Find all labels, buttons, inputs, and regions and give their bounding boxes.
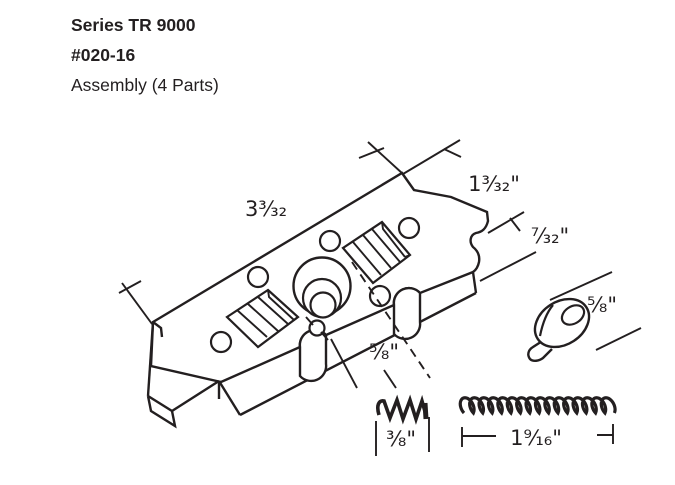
large-spring-coil	[458, 396, 617, 416]
ext-line-left	[121, 282, 153, 325]
dim-small-spring-label: ³⁄₈"	[386, 427, 416, 451]
dim-button-label: ⁵⁄₈"	[587, 293, 617, 317]
assembly-note: Assembly (4 Parts)	[71, 75, 219, 95]
pivot-button	[527, 271, 642, 362]
series-title: Series TR 9000	[71, 15, 196, 35]
dim-line-button-upper	[549, 271, 613, 301]
pocket-left	[225, 288, 300, 349]
dim-line-flange-b	[383, 369, 397, 389]
front-edge-ribs	[298, 286, 422, 383]
title-block: Series TR 9000 #020-16 Assembly (4 Parts…	[71, 10, 219, 100]
large-spring	[458, 396, 617, 447]
dim-plate-length-label: 3³⁄₃₂	[245, 197, 287, 221]
dim-line-flange-a	[330, 338, 358, 389]
dimension-lines	[118, 139, 537, 389]
housing-front-face	[146, 271, 478, 429]
dim-large-spring-label: 1⁹⁄₁₆"	[510, 426, 562, 450]
mounting-holes	[209, 216, 421, 354]
part-number: #020-16	[71, 45, 136, 65]
dim-hook-width-label: ⁷⁄₃₂"	[531, 224, 569, 248]
dim-end-tab-label: 1³⁄₃₂"	[468, 172, 520, 196]
mounting-hole	[397, 216, 421, 240]
centerline-dashed	[351, 261, 431, 379]
small-spring	[375, 394, 430, 456]
tick-hook	[509, 217, 521, 232]
pocket-right	[341, 220, 412, 285]
mounting-hole	[246, 265, 270, 289]
dim-flange-label: ⁵⁄₈"	[369, 340, 399, 364]
button-rim	[538, 304, 554, 337]
latch-housing	[146, 171, 490, 429]
rib-bump-right	[392, 286, 422, 341]
dim-line-button-lower	[595, 327, 642, 351]
rivet-hole	[305, 316, 329, 341]
mounting-hole	[318, 229, 342, 253]
tick-end-tab	[443, 148, 462, 158]
small-spring-coil	[376, 394, 428, 425]
small-spring-end	[422, 402, 429, 420]
tick-left	[118, 280, 142, 294]
rib-bump-left	[298, 328, 328, 383]
mounting-hole	[368, 284, 392, 308]
button-hole	[560, 304, 586, 326]
center-hole-inner	[309, 291, 337, 319]
ext-line-top	[367, 141, 404, 175]
dimension-labels: 3³⁄₃₂ 1³⁄₃₂" ⁷⁄₃₂" ⁵⁄₈" ⁵⁄₈" ³⁄₈" 1⁹⁄₁₆"	[245, 172, 617, 451]
dim-line-end-tab	[402, 139, 461, 175]
center-hole	[292, 256, 352, 319]
large-spring-dim	[461, 424, 614, 447]
tick-top	[358, 147, 385, 159]
dim-line-hook-lower	[479, 251, 537, 282]
dim-line-hook-upper	[487, 211, 525, 234]
mounting-hole	[209, 330, 233, 354]
